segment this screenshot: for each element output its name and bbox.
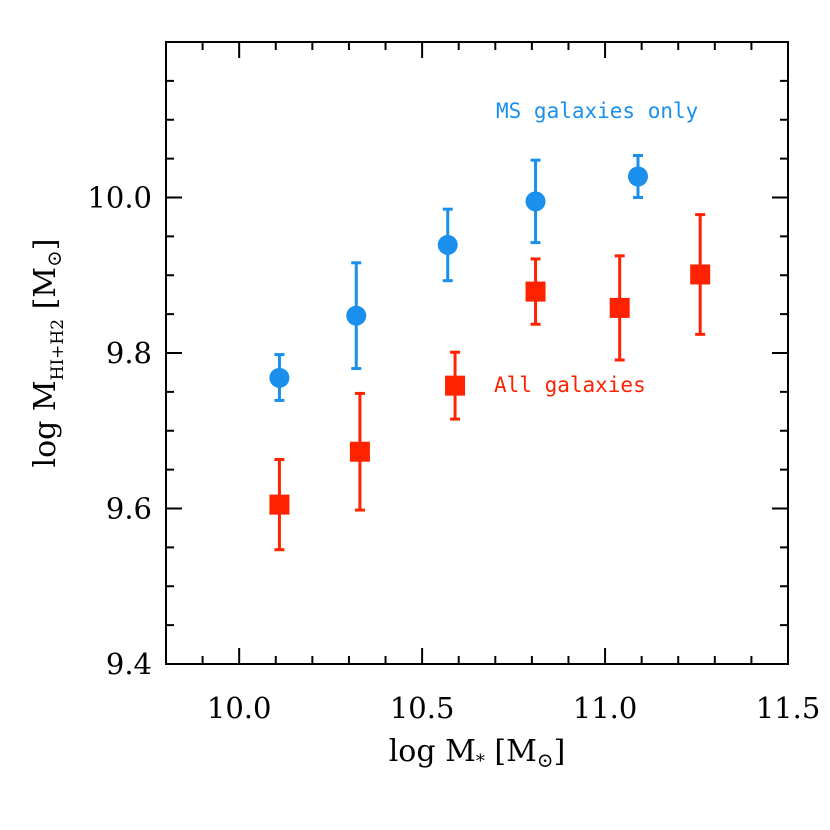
all-galaxy-point <box>445 375 466 396</box>
y-tick-label: 10.0 <box>87 181 152 215</box>
ms-galaxy-point <box>269 367 290 388</box>
x-tick-label: 10.0 <box>207 691 272 725</box>
ms-galaxy-point <box>627 166 648 187</box>
all-galaxy-point <box>525 281 546 302</box>
all-galaxy-point <box>609 297 630 318</box>
axis-tick-labels: 10.0 10.5 11.0 11.5 9.4 9.6 9.8 10.0 <box>87 181 820 726</box>
x-tick-label: 11.0 <box>573 691 638 725</box>
ms-galaxy-point <box>437 234 458 255</box>
ms-galaxy-point <box>525 191 546 212</box>
x-axis-label: log M* [M⊙] <box>389 734 566 772</box>
all-galaxy-point <box>349 441 370 462</box>
all-galaxy-point <box>269 494 290 515</box>
axis-ticks <box>165 41 789 665</box>
all-galaxy-point <box>690 264 711 285</box>
plot-frame <box>165 41 789 665</box>
annotation-all-galaxies: All galaxies <box>494 373 646 397</box>
error-bars <box>274 154 706 552</box>
x-tick-label: 10.5 <box>390 691 455 725</box>
annotation-ms-galaxies: MS galaxies only <box>496 99 698 123</box>
ms-galaxy-point <box>346 305 367 326</box>
y-tick-label: 9.8 <box>106 336 152 370</box>
x-tick-label: 11.5 <box>756 691 821 725</box>
y-tick-label: 9.4 <box>106 647 152 681</box>
y-tick-label: 9.6 <box>106 492 152 526</box>
y-axis-label: log MHI+H2 [M⊙] <box>28 238 68 467</box>
data-markers <box>269 166 711 515</box>
